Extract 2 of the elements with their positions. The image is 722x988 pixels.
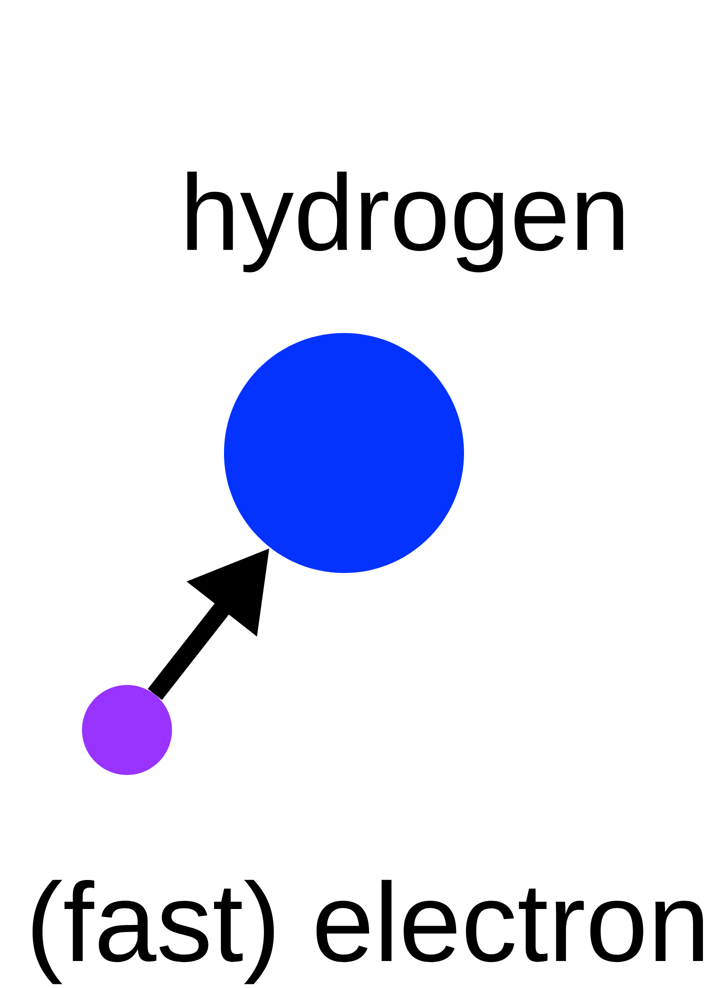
node-label: (fast) electron — [32, 880, 703, 984]
node-label: hydrogen — [187, 172, 624, 272]
